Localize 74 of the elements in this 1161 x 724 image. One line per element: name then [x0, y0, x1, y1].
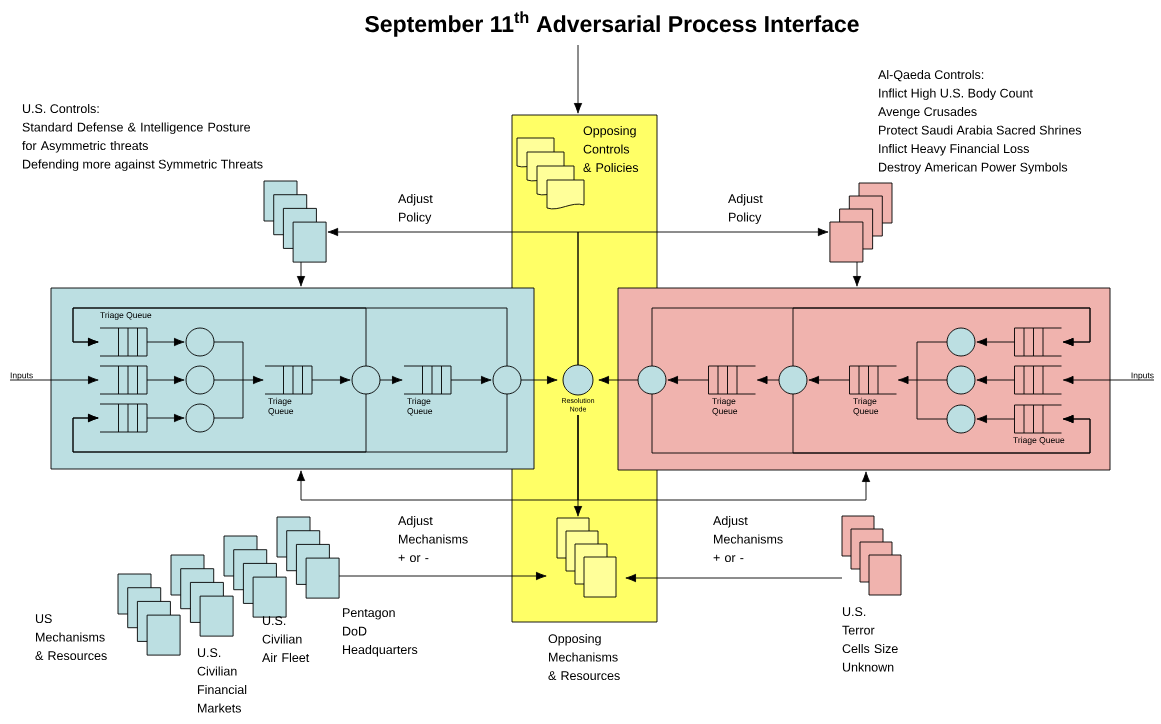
arrow	[450, 375, 492, 385]
stack-label: U.S. Civilian Air Fleet	[262, 616, 310, 663]
edge-label: Adjust Policy	[728, 193, 763, 225]
edge-label: Adjust Policy	[398, 193, 433, 225]
stack-label: Pentagon DoD Headquarters	[343, 608, 418, 657]
controls-text: Inflict Heavy Financial Loss	[879, 143, 1029, 156]
controls-text: Defending more against Symmetric Threats	[23, 159, 263, 172]
arrow	[976, 414, 1015, 424]
arrow	[897, 341, 948, 420]
queue-symbol	[1014, 327, 1062, 357]
arrow	[213, 341, 264, 419]
queue-symbol	[1014, 365, 1062, 395]
arrow	[808, 375, 850, 385]
queue-label: Triage Queue	[712, 397, 738, 416]
queue-symbol	[99, 403, 148, 433]
arrow	[296, 261, 306, 287]
circle-node	[946, 365, 976, 395]
arrow	[667, 375, 709, 385]
queue-label: Triage Queue	[407, 397, 433, 416]
arrow	[520, 375, 558, 385]
arrow	[598, 375, 639, 385]
queue-label: Triage Queue	[853, 397, 879, 416]
circle-node	[185, 327, 215, 357]
input-label: Inputs	[1131, 372, 1154, 380]
circle-node	[637, 365, 667, 395]
stack-label: Opposing Controls & Policies	[583, 125, 639, 173]
controls-text: Standard Defense & Intelligence Posture for Asymmetric threats	[22, 122, 251, 153]
controls-text: Destroy American Power Symbols	[879, 162, 1068, 175]
controls-text: Protect Saudi Arabia Sacred Shrines	[879, 125, 1082, 135]
arrow	[146, 413, 185, 423]
circle-node	[946, 327, 976, 357]
queue-label: Triage Queue	[268, 397, 294, 416]
title: September 11$^{th}$ Adversarial Process Interface	[365, 11, 859, 37]
circle-node	[778, 365, 808, 395]
circle-node	[351, 365, 381, 395]
arrow	[792, 393, 1091, 454]
controls-text: U.S. Controls:	[22, 103, 99, 114]
input-label: Inputs	[10, 372, 33, 380]
arrow	[756, 375, 780, 385]
controls-text: Inflict High U.S. Body Count	[879, 88, 1033, 101]
edge-label: Adjust Mechanisms + or -	[398, 515, 468, 563]
arrow	[1062, 375, 1155, 385]
circle-node	[492, 365, 522, 395]
arrow	[976, 337, 1015, 347]
arrow	[577, 227, 829, 366]
stack-label: Opposing Mechanisms & Resources	[548, 633, 620, 681]
arrow	[146, 375, 185, 385]
arrow	[72, 307, 367, 367]
circle-node	[185, 365, 215, 395]
stack-label: US Mechanisms & Resources	[35, 614, 107, 661]
arrow	[311, 375, 351, 385]
circle-node	[185, 403, 215, 433]
arrow	[72, 393, 367, 453]
arrow	[338, 571, 547, 581]
arrow	[379, 375, 403, 385]
arrow	[146, 337, 185, 347]
controls-text: Avenge Crusades	[878, 106, 977, 119]
arrow	[9, 375, 99, 385]
queue-label: Triage Queue	[1013, 436, 1065, 445]
process-panel	[617, 287, 1111, 471]
circle-node	[946, 404, 976, 434]
process-panel	[50, 287, 535, 470]
arrow	[976, 375, 1015, 385]
arrow	[573, 44, 583, 114]
stack-label: U.S. Terror Cells Size Unknown	[842, 607, 898, 672]
stack-label: U.S. Civilian Financial Markets	[197, 648, 247, 713]
arrow	[573, 414, 583, 517]
arrow	[792, 307, 1091, 367]
arrow	[625, 573, 843, 583]
queue-label: Triage Queue	[100, 311, 152, 320]
controls-text: Al-Qaeda Controls:	[878, 69, 984, 82]
arrow	[852, 261, 862, 287]
queue-symbol	[99, 365, 148, 395]
edge-label: Adjust Mechanisms + or -	[713, 515, 783, 563]
